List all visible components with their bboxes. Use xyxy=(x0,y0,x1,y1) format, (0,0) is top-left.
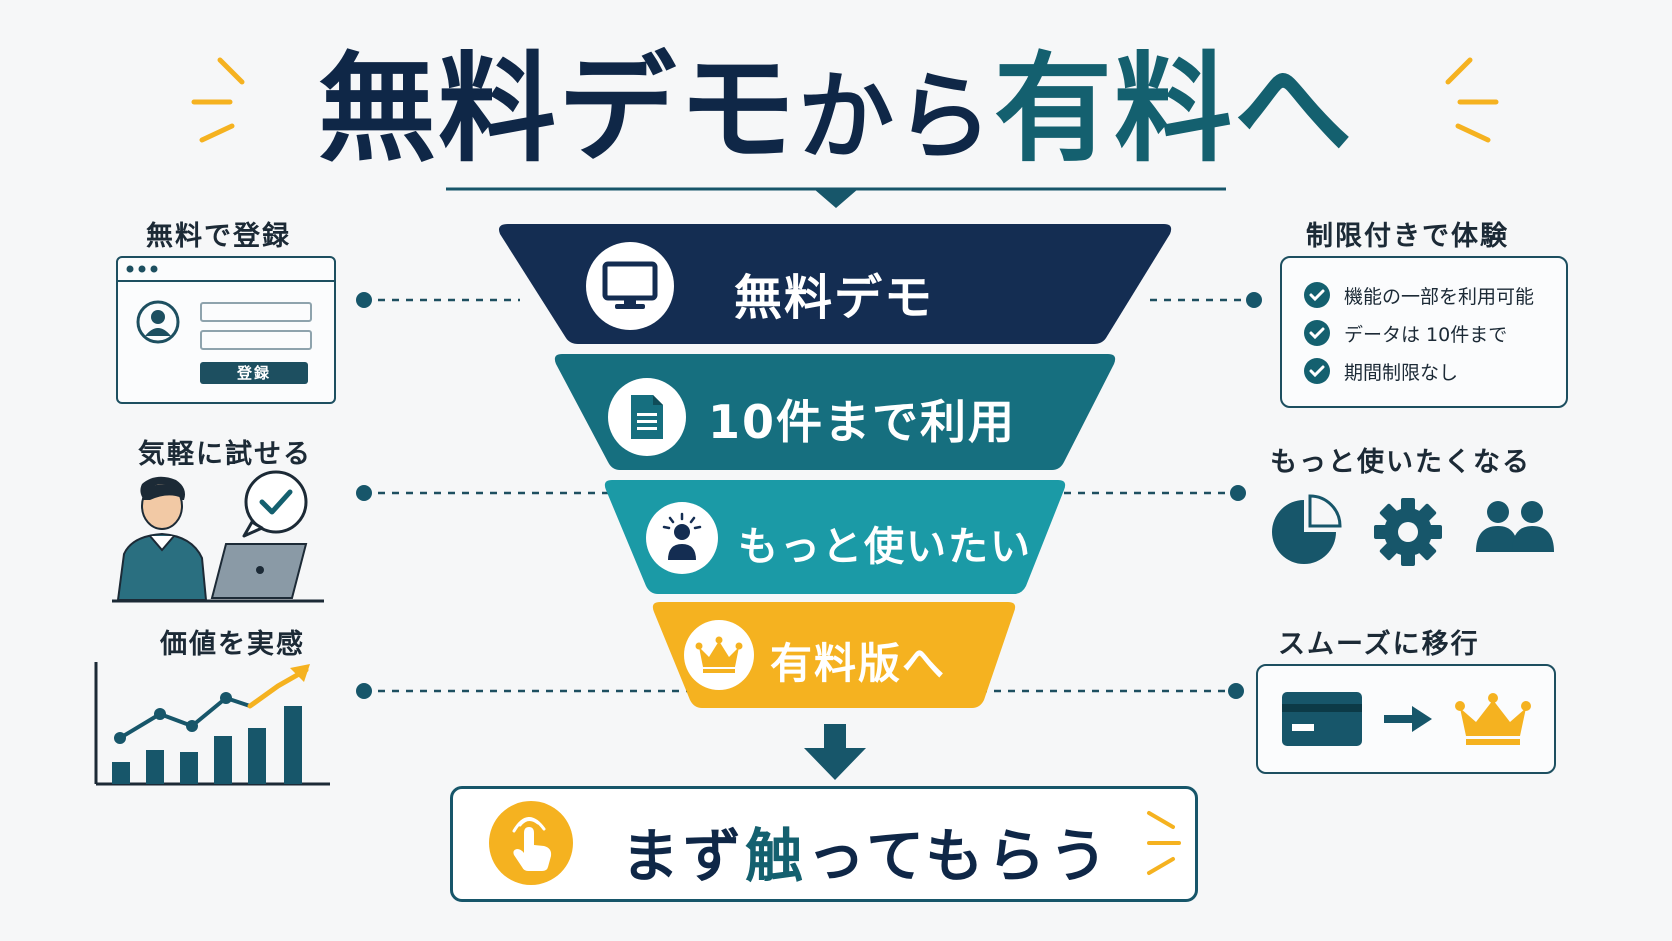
cta-text: まず触ってもらう xyxy=(621,809,1111,893)
credit-card-icon xyxy=(1282,692,1362,746)
user-avatar-icon xyxy=(136,300,180,344)
window-titlebar xyxy=(118,258,334,282)
limited-item-3: 期間制限なし xyxy=(1304,354,1458,388)
title-underline xyxy=(446,187,1226,208)
cta-icon-circle xyxy=(489,801,573,885)
limited-item-2: データは 10件まで xyxy=(1304,316,1507,350)
stage-3-icon-circle xyxy=(646,502,718,574)
limited-item-3-text: 期間制限なし xyxy=(1344,361,1459,384)
check-icon xyxy=(1304,358,1330,384)
limited-item-2-text: データは 10件まで xyxy=(1344,323,1508,346)
limited-item-1-text: 機能の一部を利用可能 xyxy=(1344,285,1535,308)
feature-icons xyxy=(1272,494,1554,566)
title-sparkle-left-icon xyxy=(191,57,245,143)
users-icon xyxy=(1476,501,1554,552)
value-label: 価値を実感 xyxy=(160,629,305,660)
username-field[interactable] xyxy=(200,302,312,322)
limited-label: 制限付きで体験 xyxy=(1306,221,1509,252)
register-button[interactable]: 登録 xyxy=(200,362,308,384)
try-label: 気軽に試せる xyxy=(138,439,312,470)
migrate-label: スムーズに移行 xyxy=(1278,629,1480,660)
cta-text-part2: 触 xyxy=(745,822,808,890)
register-label: 無料で登録 xyxy=(146,221,291,252)
funnel-stage-3 xyxy=(604,480,1066,594)
crown-icon xyxy=(695,636,743,673)
cta-sparkle-icon xyxy=(1147,811,1181,875)
title-part-paid: 有料へ xyxy=(994,40,1355,178)
funnel-stage-4 xyxy=(652,602,1016,708)
page-title: 無料デモから有料へ xyxy=(0,34,1672,184)
speech-bubble-check-icon xyxy=(242,470,308,538)
funnel-stage-2 xyxy=(554,354,1116,470)
title-part-free-demo: 無料デモ xyxy=(317,40,798,178)
funnel-stage-1 xyxy=(499,224,1172,344)
down-arrow-icon xyxy=(804,724,866,780)
monitor-icon xyxy=(602,261,658,309)
tap-hand-icon xyxy=(512,817,552,871)
cta-text-part1: まず xyxy=(621,822,746,890)
right-arrow-icon xyxy=(1384,706,1432,732)
register-window: 登録 xyxy=(116,256,336,404)
stage-2-label: 10件まで利用 xyxy=(708,395,1017,449)
growth-chart-icon xyxy=(94,662,330,786)
stage-3-label: もっと使いたい xyxy=(738,524,1032,570)
pie-chart-icon xyxy=(1272,494,1342,564)
window-dots-icon xyxy=(126,265,158,273)
crown-icon xyxy=(1455,693,1531,745)
stage-2-icon-circle xyxy=(608,378,686,456)
cta-banner: まず触ってもらう xyxy=(450,786,1198,902)
stage-4-label: 有料版へ xyxy=(770,639,947,688)
cta-text-part3: ってもらう xyxy=(807,822,1112,890)
gear-icon xyxy=(1374,498,1442,566)
limited-feature-box: 機能の一部を利用可能 データは 10件まで 期間制限なし xyxy=(1280,256,1568,408)
document-icon xyxy=(631,395,663,439)
want-more-label: もっと使いたくなる xyxy=(1270,447,1531,478)
migrate-box xyxy=(1256,664,1556,774)
stage-1-icon-circle xyxy=(586,242,674,330)
title-sparkle-right-icon xyxy=(1445,57,1499,143)
person-laptop-illustration xyxy=(112,470,324,603)
password-field[interactable] xyxy=(200,330,312,350)
title-part-from: から xyxy=(798,61,994,173)
stage-1-label: 無料デモ xyxy=(734,270,935,326)
check-icon xyxy=(1304,320,1330,346)
stage-4-icon-circle xyxy=(684,620,754,690)
limited-item-1: 機能の一部を利用可能 xyxy=(1304,278,1534,312)
idea-person-icon xyxy=(662,512,702,560)
check-icon xyxy=(1304,282,1330,308)
